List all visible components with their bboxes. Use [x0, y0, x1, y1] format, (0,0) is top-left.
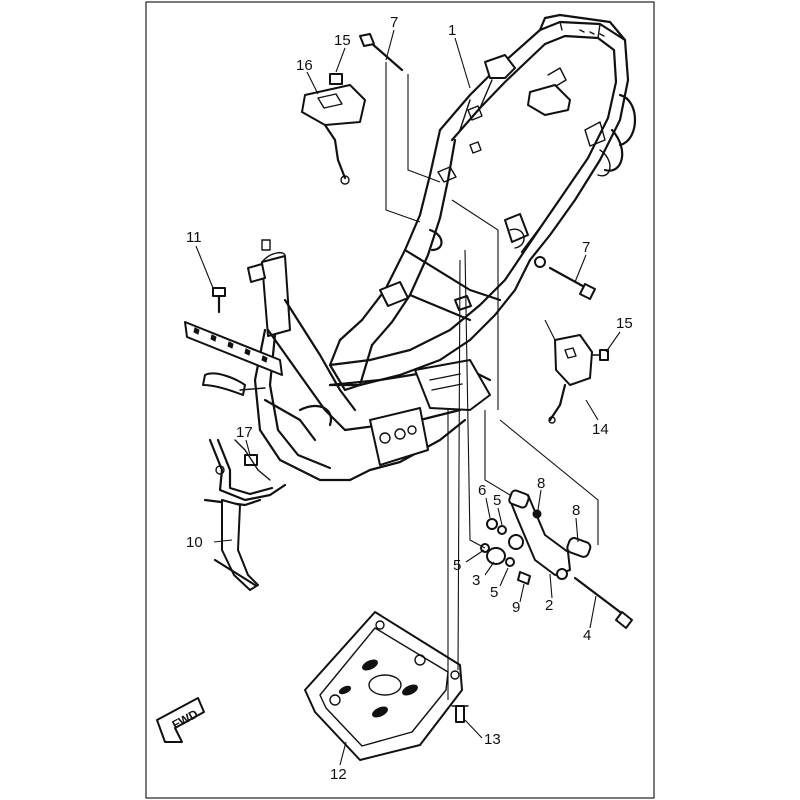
- fwd-arrow-icon: FWD: [156, 697, 205, 743]
- callout-7-top: 7: [390, 14, 398, 31]
- callout-4: 4: [583, 627, 591, 644]
- callout-5-lower: 5: [490, 584, 498, 601]
- engine-mount-parts: [480, 256, 633, 629]
- callout-6: 6: [478, 482, 486, 499]
- callout-13: 13: [484, 731, 501, 748]
- callout-2: 2: [545, 597, 553, 614]
- bolt-11: [212, 287, 226, 297]
- diagram-border: [145, 1, 655, 799]
- callout-8-upper: 8: [537, 475, 545, 492]
- engine-bracket: [509, 494, 571, 576]
- bracket-16: [301, 84, 366, 126]
- callout-17: 17: [236, 424, 253, 441]
- main-frame: [184, 13, 637, 482]
- callout-14: 14: [592, 421, 609, 438]
- callout-5-left: 5: [453, 557, 461, 574]
- leader-lines: [195, 29, 621, 766]
- callout-10: 10: [186, 534, 203, 551]
- assembly-lines: [385, 62, 599, 700]
- callout-15-right: 15: [616, 315, 633, 332]
- callout-15-top: 15: [334, 32, 351, 49]
- callout-5-upper: 5: [493, 492, 501, 509]
- callout-9: 9: [512, 599, 520, 616]
- callout-12: 12: [330, 766, 347, 783]
- callout-16: 16: [296, 57, 313, 74]
- upper-bracket-parts: [301, 33, 404, 185]
- callout-11: 11: [186, 229, 202, 246]
- center-stand: [208, 438, 287, 502]
- stand-parts: [203, 287, 287, 591]
- callout-labels: 1 7 15 16 11 7 15 14 17 8 6 5 8 10 5 3 5…: [186, 14, 633, 783]
- callout-1: 1: [448, 22, 456, 39]
- callout-3: 3: [472, 572, 480, 589]
- callout-7-right: 7: [582, 239, 590, 256]
- callout-8-lower: 8: [572, 502, 580, 519]
- floor-pan: [304, 611, 469, 761]
